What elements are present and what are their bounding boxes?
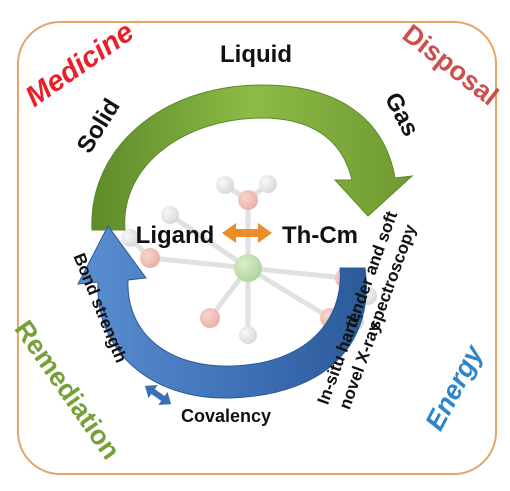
label-covalency: Covalency <box>181 406 271 426</box>
atom <box>259 175 277 193</box>
label-ligand: Ligand <box>136 222 215 249</box>
central-metal-atom <box>234 254 262 282</box>
green-cycle-arrow <box>91 84 414 231</box>
label-liquid: Liquid <box>220 41 292 68</box>
atom <box>121 229 139 247</box>
bond-covalency-double-arrow <box>144 385 172 405</box>
label-medicine: Medicine <box>20 16 140 113</box>
label-disposal: Disposal <box>397 18 504 111</box>
atom <box>161 206 179 224</box>
atom <box>238 190 258 210</box>
atom <box>216 176 234 194</box>
label-gas: Gas <box>379 88 424 141</box>
atom <box>200 308 220 328</box>
label-thcm: Th-Cm <box>282 222 358 249</box>
ligand-thcm-double-arrow <box>222 223 272 243</box>
label-energy: Energy <box>419 339 489 436</box>
blue-cycle-arrow <box>77 225 367 399</box>
atom <box>140 248 160 268</box>
atom <box>239 326 257 344</box>
diagram-frame <box>17 21 497 475</box>
